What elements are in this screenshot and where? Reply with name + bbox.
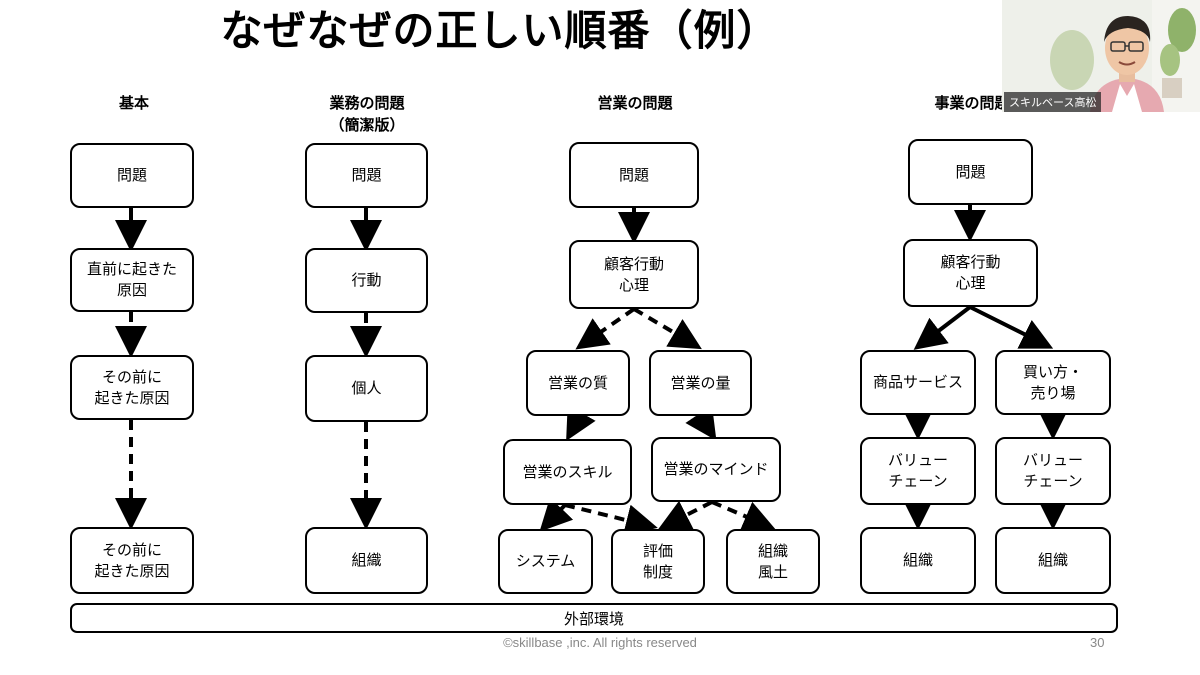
slide-title: なぜなぜの正しい順番（例） [220,6,780,55]
arrow-sales-5 [685,405,717,441]
copyright-text: ©skillbase ,inc. All rights reserved [503,635,697,650]
basic-problem-box: 問題 [70,143,194,208]
arrow-enterprise-3 [969,305,1054,349]
business-problem-box: 問題 [305,143,428,208]
arrow-sales-4 [566,405,596,441]
arrow-sales-7 [564,503,658,536]
sales-customer-psychology-box: 顧客行動 心理 [569,240,699,309]
sales-culture-box: 組織 風土 [726,529,820,594]
column-heading-business: 業務の問題 （簡潔版） [329,94,405,134]
enterprise-product-box: 商品サービス [860,350,976,415]
enterprise-organization-left-box: 組織 [860,527,976,594]
sales-evaluation-box: 評価 制度 [611,529,705,594]
column-heading-basic: 基本 [118,94,149,112]
business-action-box: 行動 [305,248,428,313]
sales-mindset-box: 営業のマインド [651,437,781,502]
business-organization-box: 組織 [305,527,428,594]
arrow-sales-2 [575,307,636,350]
enterprise-organization-right-box: 組織 [995,527,1111,594]
column-heading-enterprise: 事業の問題 [934,94,1010,112]
basic-prior-cause-box: その前に 起きた原因 [70,355,194,420]
sales-quantity-box: 営業の量 [649,350,752,416]
page-number: 30 [1090,635,1105,650]
sales-system-box: システム [498,529,593,594]
enterprise-customer-psychology-box: 顧客行動 心理 [903,239,1038,307]
arrow-sales-6 [539,497,574,532]
arrow-sales-3 [632,307,702,350]
presenter-webcam: スキルベース高松 [1002,0,1200,112]
arrow-enterprise-2 [913,305,972,350]
presenter-name-label: スキルベース高松 [1004,92,1102,112]
sales-problem-box: 問題 [569,142,699,208]
sales-skill-box: 営業のスキル [503,439,632,505]
sales-quality-box: 営業の質 [526,350,630,416]
business-individual-box: 個人 [305,355,428,422]
basic-root-cause-box: その前に 起きた原因 [70,527,194,594]
column-heading-sales: 営業の問題 [597,94,673,112]
basic-immediate-cause-box: 直前に起きた 原因 [70,248,194,312]
enterprise-value-chain-left-box: バリュー チェーン [860,437,976,505]
arrow-sales-9 [711,500,776,532]
arrow-sales-8 [657,500,713,530]
enterprise-channel-box: 買い方・ 売り場 [995,350,1111,415]
enterprise-problem-box: 問題 [908,139,1033,205]
external-environment-bar: 外部環境 [70,603,1118,633]
enterprise-value-chain-right-box: バリュー チェーン [995,437,1111,505]
